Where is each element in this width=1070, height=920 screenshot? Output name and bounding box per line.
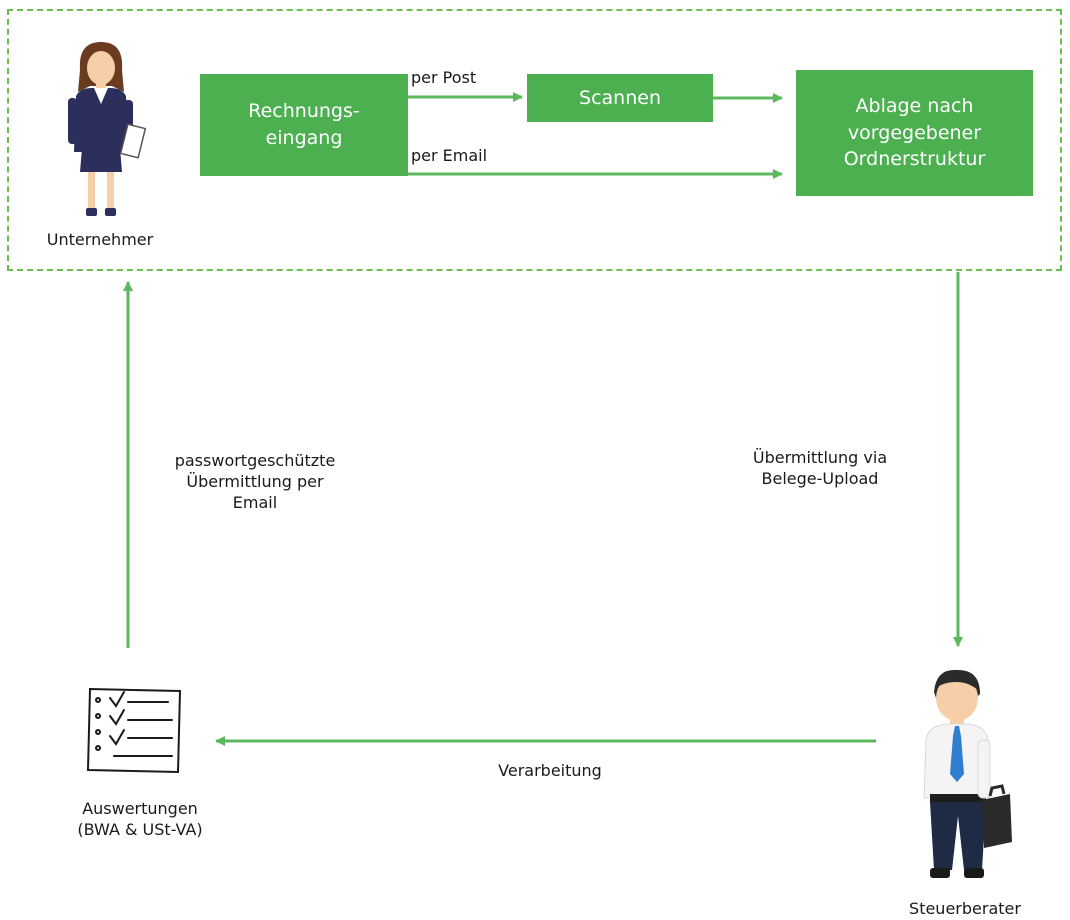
invoice-receipt-box: Rechnungs- eingang bbox=[200, 74, 408, 176]
per-post-label: per Post bbox=[411, 68, 477, 87]
entrepreneur-label: Unternehmer bbox=[46, 230, 154, 249]
scan-box: Scannen bbox=[527, 74, 713, 122]
filing-box: Ablage nach vorgegebener Ordnerstruktur bbox=[796, 70, 1033, 196]
per-email-label: per Email bbox=[411, 146, 488, 165]
businessman-icon bbox=[912, 666, 1014, 882]
tax-advisor-label: Steuerberater bbox=[909, 899, 1021, 918]
secure-email-label: passwortgeschützte Übermittlung per Emai… bbox=[174, 451, 336, 512]
entrepreneur-group-frame bbox=[7, 9, 1062, 271]
upload-label: Übermittlung via Belege-Upload bbox=[752, 448, 888, 488]
processing-label: Verarbeitung bbox=[498, 761, 602, 780]
reports-label: Auswertungen (BWA & USt-VA) bbox=[77, 799, 203, 839]
checklist-icon bbox=[84, 686, 184, 776]
businesswoman-icon bbox=[58, 40, 148, 222]
